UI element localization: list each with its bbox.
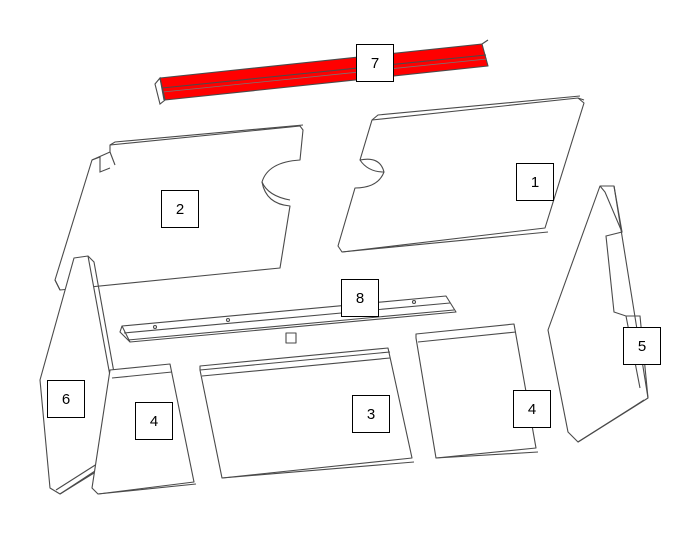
label-part-2: 2 — [161, 190, 199, 228]
part-1-panel[interactable] — [337, 95, 585, 253]
part-4-right-brick[interactable] — [415, 323, 539, 459]
part-7-top-bar[interactable] — [154, 39, 489, 105]
label-part-8: 8 — [341, 279, 379, 317]
part-3-center-brick[interactable] — [199, 347, 415, 479]
part-8-rail[interactable] — [119, 295, 457, 344]
label-part-5: 5 — [623, 327, 661, 365]
label-part-7: 7 — [356, 44, 394, 82]
label-part-4-left: 4 — [135, 402, 173, 440]
label-part-4-right: 4 — [513, 390, 551, 428]
label-part-6: 6 — [47, 380, 85, 418]
label-part-1: 1 — [516, 163, 554, 201]
part-5-side-panel[interactable] — [547, 185, 649, 443]
label-part-3: 3 — [352, 395, 390, 433]
